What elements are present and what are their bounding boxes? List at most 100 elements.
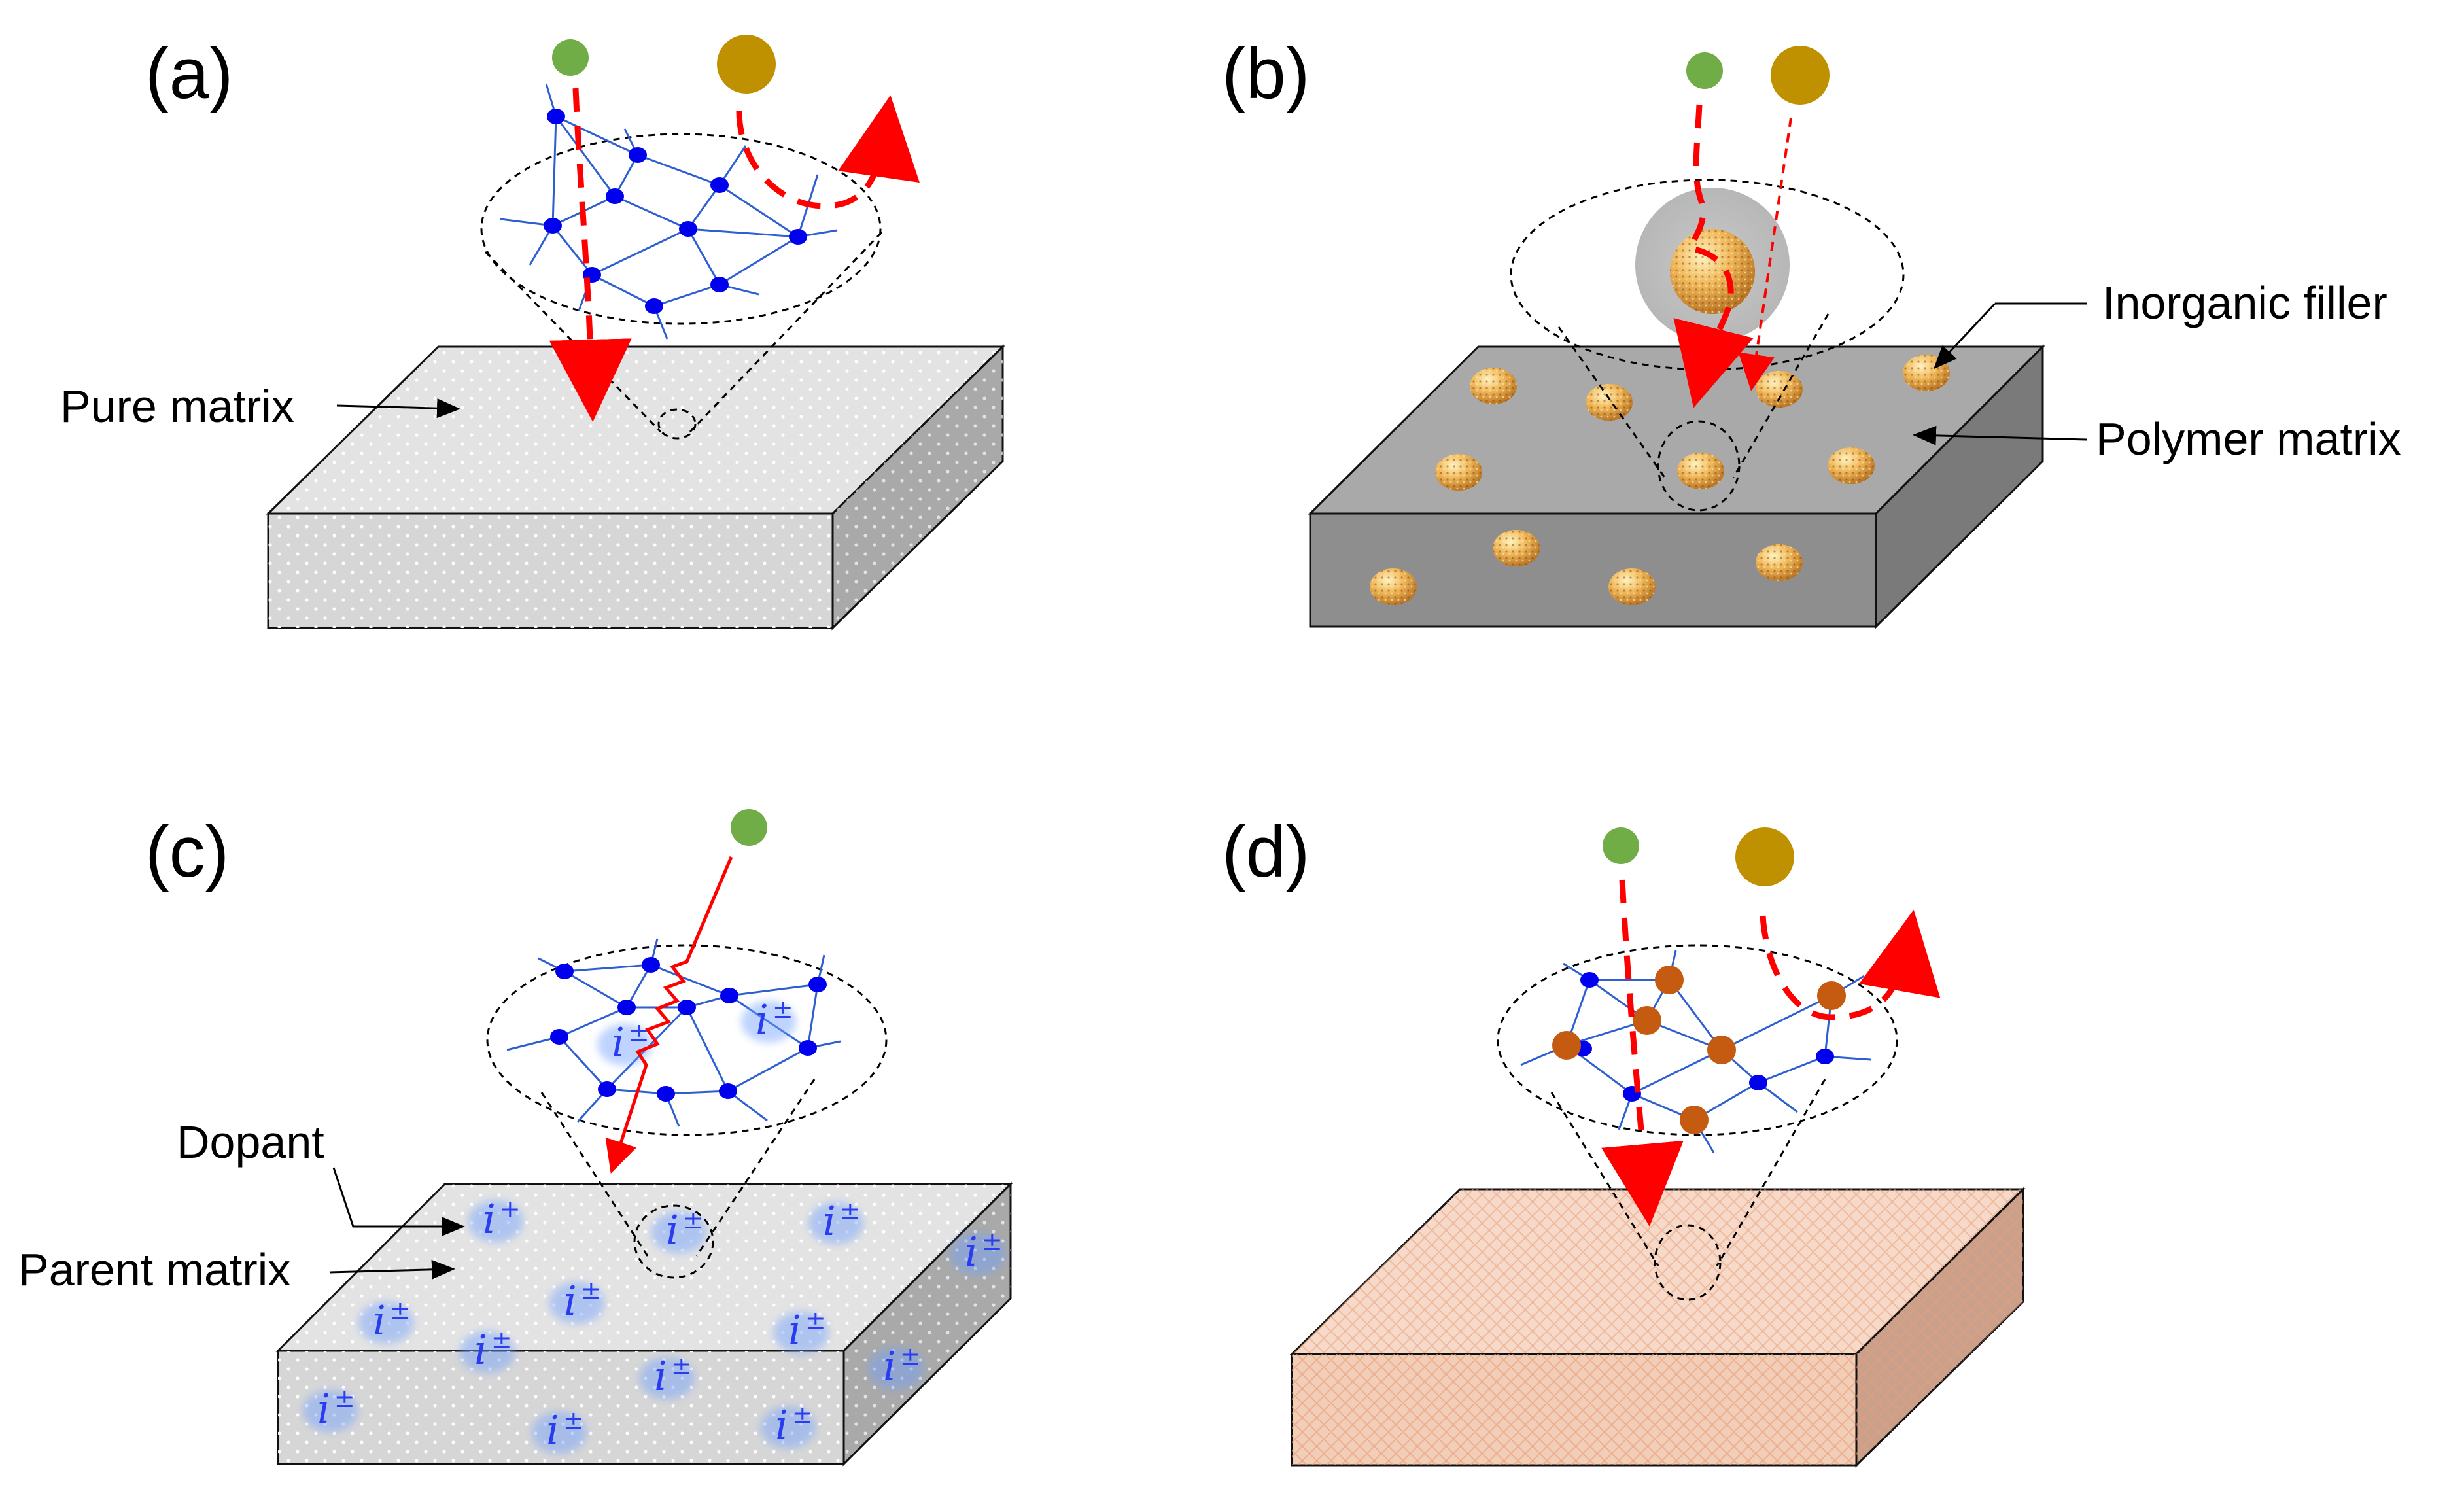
network-bond bbox=[559, 1006, 627, 1038]
network-node bbox=[679, 221, 697, 237]
transmission-path-arrow bbox=[1601, 879, 1684, 1227]
network-bond bbox=[653, 283, 720, 307]
network-node bbox=[598, 1081, 616, 1097]
network-node bbox=[710, 177, 729, 193]
transmission-path-arrow bbox=[1738, 117, 1792, 391]
dopant-ions: i+i±i±i±i±i±i±i±i±i±i±i±i± bbox=[303, 1194, 1005, 1454]
parent-matrix-callout: Parent matrix bbox=[18, 1244, 455, 1295]
network-bond bbox=[551, 116, 557, 226]
network-node bbox=[1749, 1075, 1767, 1090]
network-bond bbox=[637, 154, 720, 186]
dopant-ion: i± bbox=[869, 1342, 924, 1390]
filler-particle bbox=[1470, 368, 1517, 404]
svg-text:Dopant: Dopant bbox=[177, 1117, 324, 1168]
zoom-cone bbox=[480, 133, 883, 440]
pure-matrix-slab bbox=[266, 344, 1005, 631]
dopant-ion: i+ bbox=[468, 1194, 523, 1243]
polymer-network: i±i± bbox=[506, 938, 841, 1127]
network-node bbox=[642, 957, 660, 973]
scattered-path-arrow bbox=[1673, 104, 1754, 408]
network-node bbox=[550, 1029, 568, 1045]
network-bond bbox=[1668, 979, 1723, 1051]
filler-particle bbox=[1493, 530, 1540, 566]
network-bond bbox=[687, 228, 721, 285]
network-bond bbox=[625, 964, 652, 1008]
panel-d-label: (d) bbox=[1222, 812, 1310, 892]
network-node bbox=[544, 218, 562, 234]
panel-b-label: (b) bbox=[1222, 33, 1310, 114]
svg-text:Parent matrix: Parent matrix bbox=[18, 1244, 290, 1295]
dopant-ion: i± bbox=[774, 1306, 829, 1354]
network-bond bbox=[685, 1007, 729, 1092]
reflection-path-arrow bbox=[1760, 909, 1941, 1020]
dopant-node bbox=[1707, 1036, 1736, 1064]
network-node bbox=[606, 188, 624, 204]
panel-d: (d) bbox=[1222, 812, 2026, 1468]
network-node bbox=[657, 1086, 675, 1102]
network-bond bbox=[807, 984, 819, 1049]
panel-c: (c) i+i±i±i±i±i±i±i±i±i±i±i±i± i±i± Dopa… bbox=[18, 809, 1013, 1467]
network-bond bbox=[555, 115, 638, 156]
network-bond bbox=[1631, 1049, 1722, 1095]
dopant-node bbox=[1633, 1006, 1661, 1035]
reflection-path-arrow bbox=[736, 95, 920, 209]
large-particle bbox=[1735, 827, 1794, 886]
filler-particle bbox=[1756, 544, 1803, 581]
filler-particle bbox=[1586, 384, 1633, 421]
network-bond bbox=[564, 970, 627, 1009]
network-bond bbox=[687, 184, 721, 230]
network-node bbox=[789, 229, 807, 245]
large-particle bbox=[1771, 46, 1830, 105]
svg-text:Polymer matrix: Polymer matrix bbox=[2096, 413, 2401, 464]
network-bond bbox=[727, 1047, 808, 1092]
small-particle bbox=[1603, 827, 1639, 864]
network-node bbox=[808, 977, 827, 992]
filler-particle bbox=[1828, 447, 1875, 484]
small-particle bbox=[1686, 52, 1723, 89]
network-node bbox=[645, 298, 663, 314]
network-bond bbox=[719, 184, 799, 238]
dopant-ion: i± bbox=[460, 1325, 515, 1374]
network-bond bbox=[591, 273, 655, 307]
hybrid-network bbox=[1520, 950, 1871, 1153]
network-bond bbox=[729, 983, 818, 997]
network-bond bbox=[719, 235, 799, 286]
network-node bbox=[617, 1000, 636, 1015]
dopant-ion: i± bbox=[532, 1406, 587, 1454]
zoom-cone bbox=[486, 944, 888, 1279]
pure-matrix-callout: Pure matrix bbox=[60, 381, 460, 432]
filler-particle bbox=[1370, 568, 1417, 605]
dopant-node bbox=[1817, 981, 1846, 1010]
network-bond bbox=[591, 228, 689, 276]
dopant-node bbox=[1655, 966, 1684, 994]
polymer-matrix-callout: Polymer matrix bbox=[1913, 413, 2401, 464]
dopant-node bbox=[1680, 1106, 1709, 1134]
network-bond bbox=[558, 1036, 608, 1090]
network-node bbox=[799, 1040, 817, 1056]
network-bond bbox=[687, 228, 799, 238]
dopant-callout: Dopant bbox=[177, 1117, 465, 1236]
dopant-ion: i± bbox=[808, 1196, 863, 1245]
network-bond bbox=[665, 1090, 729, 1095]
filler-particle bbox=[1756, 371, 1803, 408]
dopant-ion: i± bbox=[303, 1384, 358, 1433]
network-bond bbox=[650, 964, 730, 997]
panel-b: (b) Inorganic filler Polymer bbox=[1222, 33, 2401, 629]
large-particle bbox=[717, 35, 776, 94]
small-particle bbox=[731, 809, 767, 846]
filler-particle bbox=[1677, 453, 1724, 489]
panel-a-label: (a) bbox=[145, 33, 233, 114]
panel-a: (a) Pure matrix bbox=[60, 33, 1005, 631]
panel-c-label: (c) bbox=[145, 812, 229, 892]
network-node bbox=[629, 147, 647, 163]
network-bond bbox=[551, 225, 593, 275]
network-node bbox=[719, 1083, 737, 1099]
filler-particle bbox=[1435, 454, 1482, 491]
network-bond bbox=[614, 195, 689, 230]
hybrid-matrix-slab bbox=[1289, 1187, 2026, 1468]
svg-text:i±: i± bbox=[612, 1018, 650, 1066]
absorbed-path-arrow bbox=[605, 856, 733, 1174]
small-particle bbox=[552, 39, 589, 76]
network-bond bbox=[564, 964, 651, 973]
